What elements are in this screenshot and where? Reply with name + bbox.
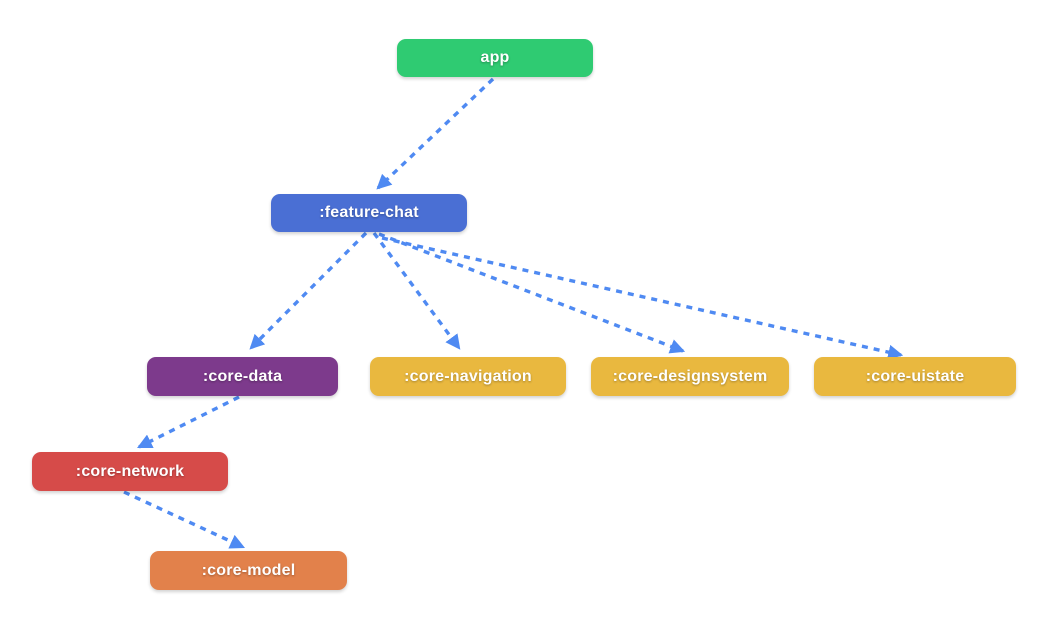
edge-feature-chat-to-core-designsystem <box>378 232 686 354</box>
node-feature-chat: :feature-chat <box>271 194 467 232</box>
node-core-model: :core-model <box>150 551 347 590</box>
edge-feature-chat-to-core-uistate <box>381 236 904 360</box>
node-core-designsystem: :core-designsystem <box>591 357 789 396</box>
node-core-navigation: :core-navigation <box>370 357 566 396</box>
node-core-uistate: :core-uistate <box>814 357 1016 396</box>
edge-feature-chat-to-core-data <box>249 231 368 350</box>
edge-app-to-feature-chat <box>376 77 495 190</box>
node-core-network: :core-network <box>32 452 228 491</box>
node-app: app <box>397 39 593 77</box>
node-core-data: :core-data <box>147 357 338 396</box>
edge-core-data-to-core-network <box>136 395 240 449</box>
edge-core-network-to-core-model <box>123 490 246 549</box>
